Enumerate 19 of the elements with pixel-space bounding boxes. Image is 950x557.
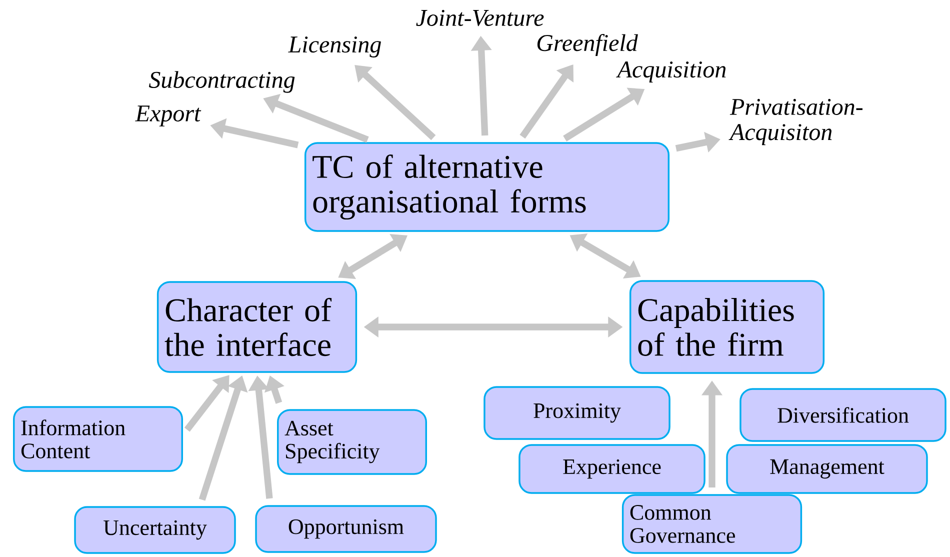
form-label: Greenfield (537, 34, 638, 56)
concept-box: Experience (518, 444, 706, 494)
form-label: Licensing (288, 36, 381, 58)
form-label: Acquisition (616, 62, 726, 82)
concept-box: Capabilities of the firm (629, 280, 825, 374)
concept-box: Proximity (484, 386, 670, 440)
form-label: Joint-Venture (416, 10, 544, 26)
form-label: Privatisation- Acquisiton (728, 98, 862, 146)
form-label: Subcontracting (148, 71, 295, 93)
concept-box: Uncertainty (74, 506, 236, 554)
concept-box: Management (726, 444, 928, 494)
concept-box: Opportunism (255, 505, 437, 553)
concept-box: Character of the interface (156, 281, 358, 373)
concept-box: Common Governance (622, 494, 802, 554)
concept-box: Diversification (740, 388, 946, 442)
concept-box: Asset Specificity (277, 409, 427, 475)
concept-box: TC of alternative organisational forms (304, 142, 670, 232)
form-label: Export (135, 106, 202, 126)
concept-box: Information Content (13, 406, 183, 472)
